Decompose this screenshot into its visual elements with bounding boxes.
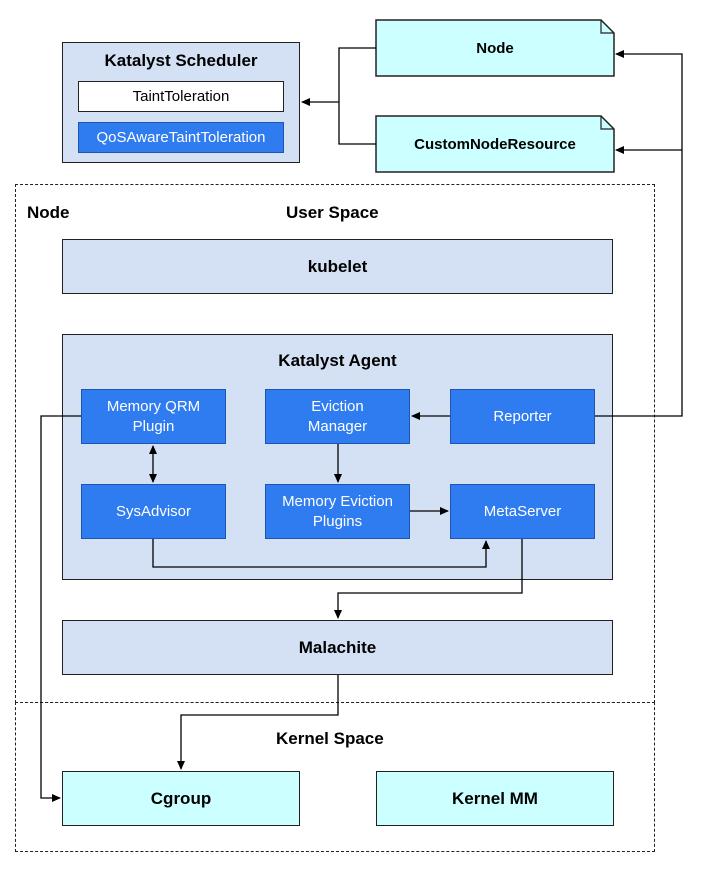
node-document: Node: [476, 39, 514, 57]
katalyst-agent-title: Katalyst Agent: [278, 351, 397, 370]
sysadvisor-box: SysAdvisor: [81, 484, 226, 539]
kernel-space-label: Kernel Space: [276, 729, 384, 748]
malachite-box: Malachite: [62, 620, 613, 675]
memory-eviction-plugins-box: Memory Eviction Plugins: [265, 484, 410, 539]
kubelet-box: kubelet: [62, 239, 613, 294]
eviction-manager-box: Eviction Manager: [265, 389, 410, 444]
katalyst-scheduler-title: Katalyst Scheduler: [104, 51, 258, 70]
taint-toleration-plugin: TaintToleration: [78, 81, 284, 112]
kernel-mm-box: Kernel MM: [376, 771, 614, 826]
cgroup-box: Cgroup: [62, 771, 300, 826]
user-space-label: User Space: [286, 203, 379, 222]
custom-node-resource-document: CustomNodeResource: [414, 135, 576, 153]
metaserver-box: MetaServer: [450, 484, 595, 539]
memory-qrm-plugin-box: Memory QRM Plugin: [81, 389, 226, 444]
node-region-label: Node: [27, 203, 70, 222]
reporter-box: Reporter: [450, 389, 595, 444]
katalyst-scheduler-box: Katalyst Scheduler TaintToleration QoSAw…: [62, 42, 300, 163]
qos-aware-taint-toleration-plugin: QoSAwareTaintToleration: [78, 122, 284, 153]
